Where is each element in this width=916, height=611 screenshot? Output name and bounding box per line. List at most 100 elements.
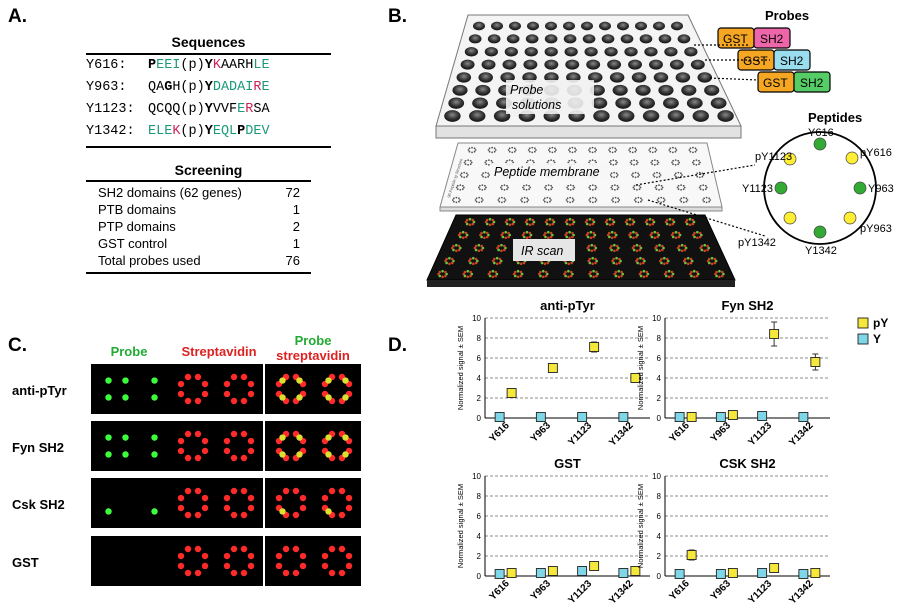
ir-scan-plate: IR scan xyxy=(426,214,736,287)
y-tick-label: 8 xyxy=(657,334,662,343)
well xyxy=(612,84,628,96)
y-tick-label: 0 xyxy=(477,572,482,581)
well xyxy=(481,59,496,70)
well xyxy=(491,21,503,31)
x-tick-label: Y963 xyxy=(709,578,734,603)
well xyxy=(506,34,520,44)
well xyxy=(684,46,698,57)
sequence-segment: QCQQ xyxy=(148,102,181,117)
sh2-domain xyxy=(753,27,791,49)
col-probe: Probe xyxy=(99,344,159,359)
peptide-label: pY1123 xyxy=(755,151,792,163)
well xyxy=(582,34,596,44)
well xyxy=(653,72,669,83)
panel-c-images xyxy=(91,364,361,586)
well xyxy=(581,21,593,31)
x-tick-label: Y1342 xyxy=(787,420,816,449)
blot-image xyxy=(167,536,263,586)
y-tick-label: 4 xyxy=(477,532,482,541)
sequence-segment: AARH xyxy=(220,58,254,73)
y-tick-label: 2 xyxy=(657,552,662,561)
sequence-segment: H xyxy=(172,80,181,95)
peptides-title: Peptides xyxy=(808,110,862,125)
sequence-segment: R xyxy=(245,102,254,117)
well xyxy=(460,59,475,70)
peptide-label: Y1123 xyxy=(742,183,773,195)
chart-title: Fyn SH2 xyxy=(721,298,773,313)
well xyxy=(675,72,691,83)
well xyxy=(686,97,703,109)
screening-label: PTP domains xyxy=(98,219,176,234)
sequence-segment: DEV xyxy=(245,124,270,139)
data-point-Y xyxy=(715,569,726,579)
x-tick-label: Y1123 xyxy=(746,578,774,606)
y-tick-label: 8 xyxy=(477,334,482,343)
well xyxy=(681,84,697,96)
gst-tag-label: GST xyxy=(763,76,788,90)
well xyxy=(615,97,632,109)
data-point-pY xyxy=(547,566,558,576)
y-tick-label: 6 xyxy=(477,354,482,363)
sequence-segment: DADAI xyxy=(212,80,254,95)
screening-value: 72 xyxy=(285,185,300,200)
peptide-label: Y616 xyxy=(808,127,834,139)
well xyxy=(717,110,734,122)
well xyxy=(601,34,615,44)
data-point-Y xyxy=(494,412,505,422)
row-label: Fyn SH2 xyxy=(12,440,65,455)
peptide-label: pY963 xyxy=(860,223,892,235)
legend-label: Y xyxy=(873,332,881,346)
well xyxy=(487,34,501,44)
screening-label: SH2 domains (62 genes) xyxy=(98,185,242,200)
y-axis-label: Normalized signal ± SEM xyxy=(636,484,645,568)
well xyxy=(452,84,468,96)
blot-image xyxy=(265,364,361,414)
col-merge: Probe streptavidin xyxy=(268,333,358,363)
sequence-label: Y1342: xyxy=(86,124,135,139)
sequence-row: Y1342:ELEK(p)YEQLPDEV xyxy=(86,124,270,139)
data-point-pY xyxy=(769,563,780,573)
well xyxy=(544,59,559,70)
well xyxy=(473,21,485,31)
data-point-Y xyxy=(494,569,505,579)
well xyxy=(527,21,539,31)
sequence-segment: EQL xyxy=(212,124,238,139)
sequence-segment: (p) xyxy=(180,80,205,95)
x-tick-label: Y1123 xyxy=(746,420,774,448)
well xyxy=(697,72,713,83)
data-point-Y xyxy=(577,566,588,576)
y-tick-label: 6 xyxy=(657,354,662,363)
data-point-Y xyxy=(715,412,726,422)
peptide-dot xyxy=(813,225,827,239)
data-point-pY xyxy=(547,363,558,373)
gst-tag-label: GST xyxy=(743,54,768,68)
probes-title: Probes xyxy=(765,8,809,23)
well xyxy=(604,46,618,57)
screening-label: PTB domains xyxy=(98,202,177,217)
well xyxy=(504,46,518,57)
sequence-segment: K xyxy=(172,124,181,139)
well xyxy=(591,97,608,109)
well xyxy=(658,84,674,96)
well xyxy=(710,97,727,109)
well xyxy=(475,84,491,96)
data-point-pY xyxy=(810,357,821,367)
x-tick-label: Y616 xyxy=(667,420,692,445)
screening-label: Total probes used xyxy=(98,253,201,268)
sequence-segment: LE xyxy=(253,58,270,73)
data-point-Y xyxy=(798,569,809,579)
well xyxy=(639,34,653,44)
data-point-Y xyxy=(535,568,546,578)
panel-label-d: D. xyxy=(388,335,407,356)
well xyxy=(664,46,678,57)
probe-solutions-label: Probe xyxy=(510,83,543,97)
sequence-label: Y963: xyxy=(86,80,127,95)
y-tick-label: 0 xyxy=(477,414,482,423)
well xyxy=(544,46,558,57)
data-point-Y xyxy=(798,412,809,422)
data-point-pY xyxy=(589,342,600,352)
screening-value: 1 xyxy=(292,202,300,217)
y-tick-label: 2 xyxy=(477,552,482,561)
y-tick-label: 2 xyxy=(477,394,482,403)
